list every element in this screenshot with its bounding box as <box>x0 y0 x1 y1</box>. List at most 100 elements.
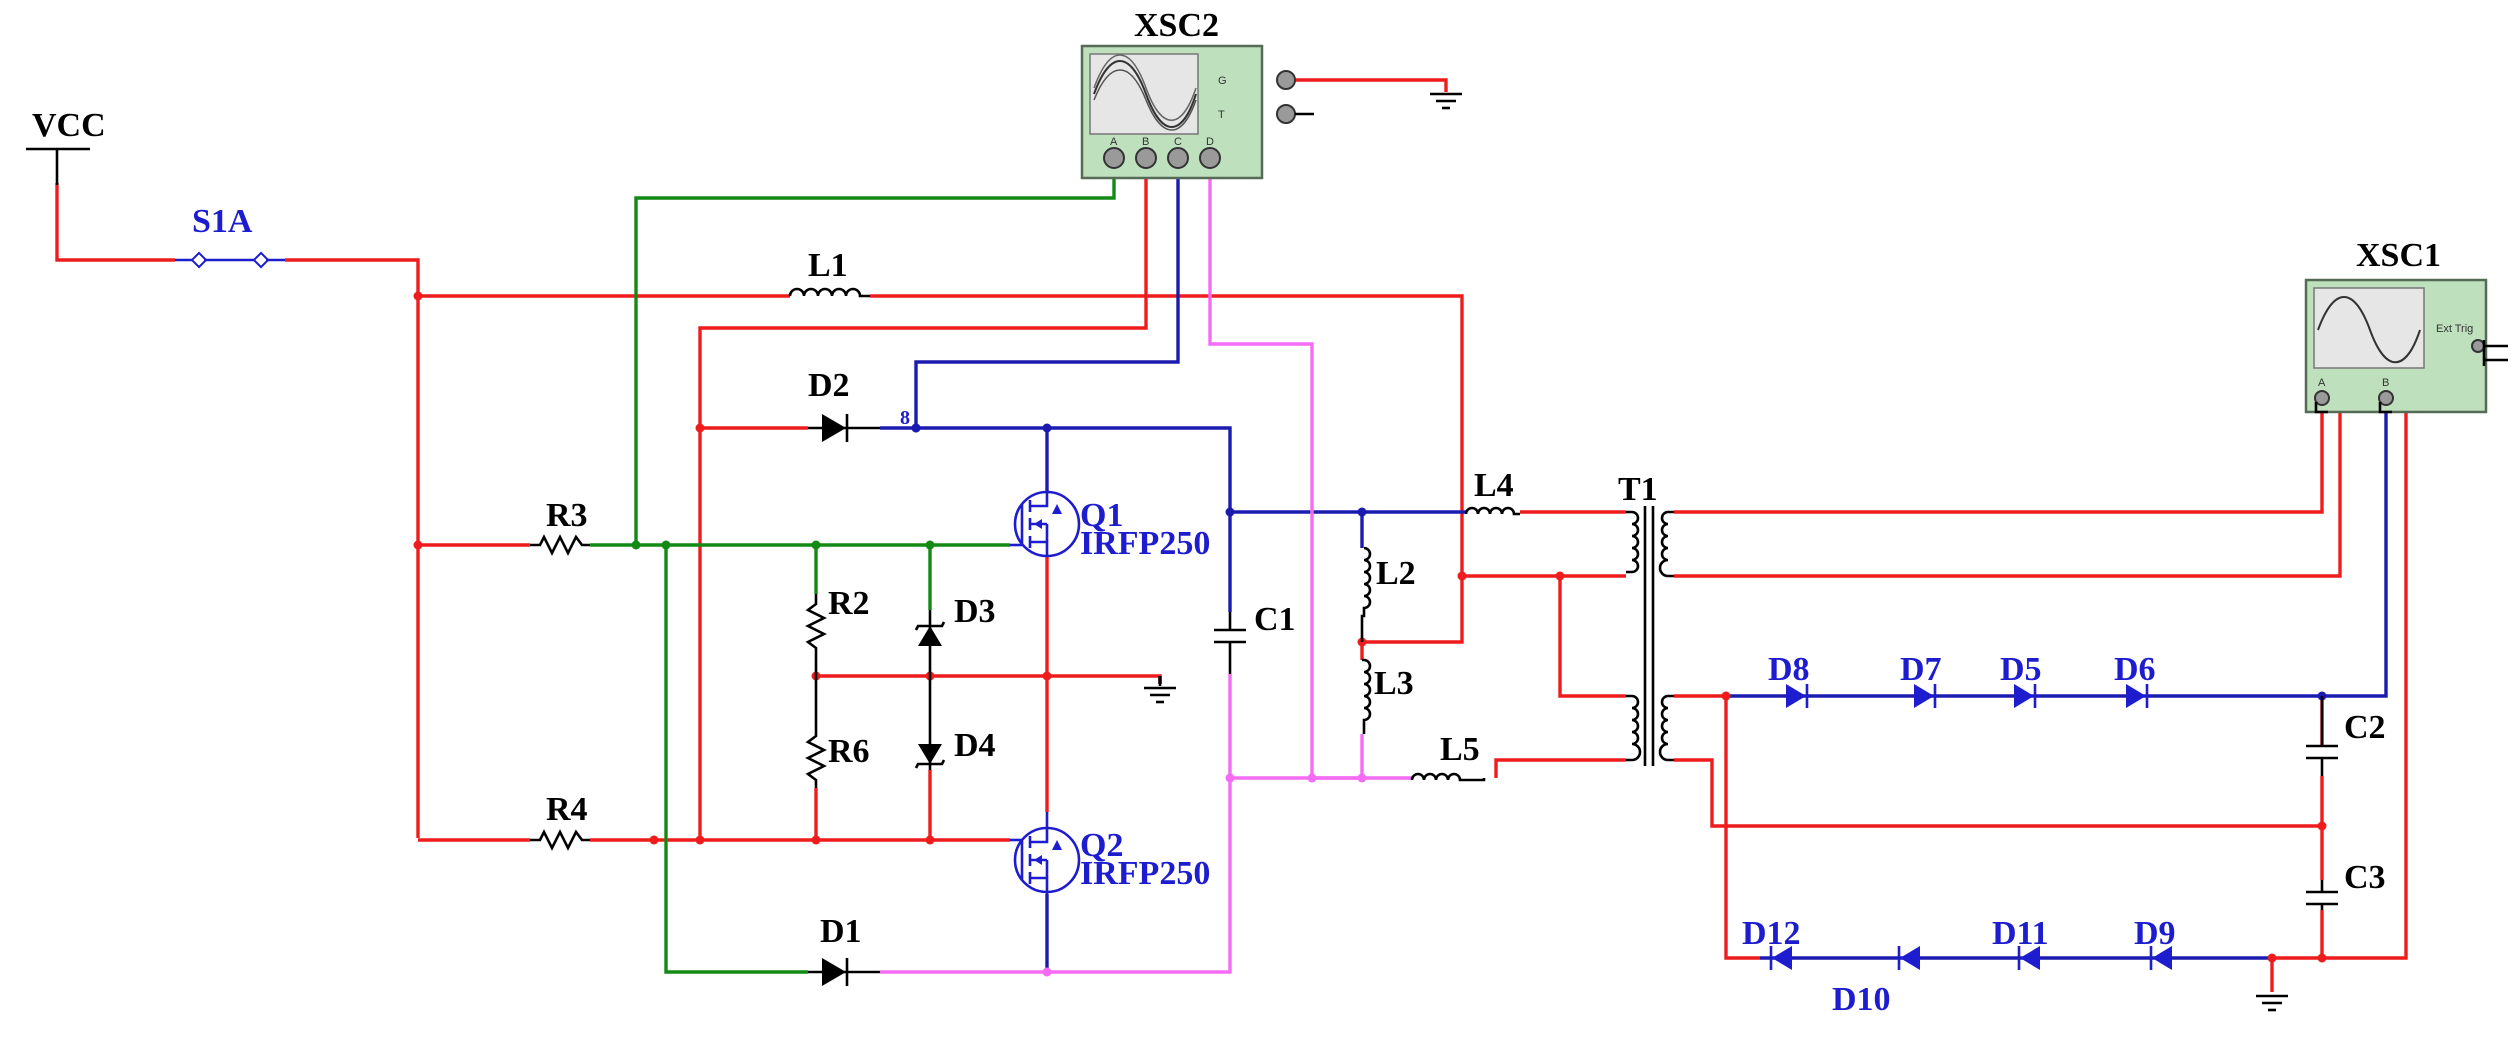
xsc2-label: XSC2 <box>1134 7 1219 44</box>
resistor-r2[interactable]: R2 <box>805 585 870 676</box>
diode-d2[interactable]: D2 <box>808 367 880 442</box>
junction-dot <box>811 835 821 845</box>
q1-part-label: IRFP250 <box>1080 525 1210 562</box>
drain-net-wire <box>880 426 1232 612</box>
c1-bottom-wire <box>880 674 1232 974</box>
body-diode <box>1052 504 1062 514</box>
l3-label: L3 <box>1374 665 1414 702</box>
wires <box>55 78 2408 992</box>
d1-feed-wire <box>664 545 808 974</box>
inductor-icon <box>1360 546 1372 642</box>
inductor-l1[interactable]: L1 <box>788 247 870 298</box>
s1a-label: S1A <box>192 203 253 240</box>
inductor-l4[interactable]: L4 <box>1464 467 1520 516</box>
junction-dot <box>631 540 641 550</box>
secondary-upper-winding <box>1658 510 1674 578</box>
secondary-mid-wire <box>1674 400 2342 578</box>
probe-terminal-d[interactable] <box>1199 147 1221 169</box>
d6-to-c2-wire <box>2156 400 2388 698</box>
probe-a-ground <box>2314 402 2328 414</box>
diode-d10[interactable]: D10 <box>1832 946 1920 1018</box>
mosfet-q2[interactable]: Q2 IRFP250 <box>1010 812 1210 894</box>
diode-icon <box>2126 684 2146 708</box>
oscilloscope-xsc2[interactable]: G T A B C D XSC2 <box>1080 7 1314 180</box>
switch-s1a[interactable]: S1A <box>175 203 285 269</box>
junction-dot <box>2317 953 2327 963</box>
inductor-l3[interactable]: L3 <box>1362 658 1414 734</box>
junction-dot <box>413 540 423 550</box>
capacitor-c1[interactable]: C1 <box>1214 601 1296 674</box>
inductor-l2[interactable]: L2 <box>1360 546 1416 642</box>
junction-dot <box>1357 507 1367 517</box>
net-label-8: 8 <box>900 407 910 429</box>
probe-terminal-b[interactable] <box>2378 390 2394 406</box>
resistor-r6[interactable]: R6 <box>805 676 870 788</box>
c3-label: C3 <box>2344 859 2386 896</box>
probe-terminal-b[interactable] <box>1135 147 1157 169</box>
junction-dot <box>1357 773 1367 783</box>
resistor-r3[interactable]: R3 <box>530 497 590 556</box>
junction-dot <box>1307 773 1317 783</box>
junction-dot <box>925 835 935 845</box>
d6-label: D6 <box>2114 651 2156 688</box>
diode-d5[interactable]: D5 <box>2000 651 2042 708</box>
diode-d1[interactable]: D1 <box>808 913 880 986</box>
d1-label: D1 <box>820 913 862 950</box>
vcc-label: VCC <box>32 107 106 144</box>
resistor-icon <box>805 594 827 676</box>
transformer-icon <box>1626 510 1640 574</box>
diode-d11[interactable]: D11 <box>1992 915 2049 970</box>
probe-terminal-c[interactable] <box>1167 147 1189 169</box>
junction-dot <box>1225 773 1235 783</box>
resistor-icon <box>530 829 590 851</box>
probe-terminal-a[interactable] <box>2314 390 2330 406</box>
diode-d7[interactable]: D7 <box>1900 651 1942 708</box>
capacitor-c2[interactable]: C2 <box>2306 696 2386 776</box>
tap-wire <box>1558 576 1626 698</box>
junction-dot <box>911 423 921 433</box>
resistor-r4[interactable]: R4 <box>530 791 590 851</box>
junction-dot <box>925 540 935 550</box>
primary-lower-winding <box>1626 694 1642 762</box>
l5-label: L5 <box>1440 731 1480 768</box>
diode-d9[interactable]: D9 <box>2134 915 2176 970</box>
probe-terminal-t[interactable] <box>1276 104 1296 124</box>
d5-label: D5 <box>2000 651 2042 688</box>
drain-lead <box>1030 812 1049 844</box>
transformer-t1[interactable]: T1 <box>1618 471 1674 766</box>
junction-dot <box>695 835 705 845</box>
oscilloscope-xsc1[interactable]: Ext Trig A B XSC1 <box>2304 237 2508 414</box>
resistor-icon <box>805 676 827 788</box>
ext-trig-terminal[interactable] <box>2471 339 2485 353</box>
switch-out-wire <box>285 258 420 838</box>
probe-terminal-a[interactable] <box>1103 147 1125 169</box>
diode-icon <box>2014 684 2034 708</box>
capacitor-c3[interactable]: C3 <box>2306 859 2386 910</box>
waveform <box>1093 60 1197 128</box>
l3-bottom-wire <box>1230 734 1364 780</box>
junction-dot <box>1042 967 1052 977</box>
waveform <box>1093 69 1197 131</box>
diode-d6[interactable]: D6 <box>2114 651 2156 708</box>
zener-d4[interactable]: D4 <box>914 676 996 770</box>
diode-icon <box>2020 946 2040 970</box>
l1-out-wire <box>870 294 1464 644</box>
ground-divider <box>1144 676 1176 704</box>
q2-label: Q2 <box>1080 827 1123 864</box>
ext-trig-label: Ext Trig <box>2436 323 2473 335</box>
d7-label: D7 <box>1900 651 1942 688</box>
d11-label: D11 <box>1992 915 2049 952</box>
mosfet-q1[interactable]: Q1 IRFP250 <box>1010 490 1210 562</box>
pin-c-label: C <box>1174 136 1182 148</box>
probe-b-ground <box>2378 402 2392 414</box>
probe-terminal-g[interactable] <box>1276 70 1296 90</box>
vcc-source[interactable]: VCC <box>26 107 106 185</box>
junction-dot <box>1721 691 1731 701</box>
zener-d3[interactable]: D3 <box>914 593 996 676</box>
l2-label: L2 <box>1376 555 1416 592</box>
inductor-l5[interactable]: L5 <box>1410 731 1486 782</box>
diode-d8[interactable]: D8 <box>1768 651 1810 708</box>
pin-t-label: T <box>1218 109 1225 121</box>
diode-d12[interactable]: D12 <box>1742 915 1801 970</box>
r3-label: R3 <box>546 497 588 534</box>
